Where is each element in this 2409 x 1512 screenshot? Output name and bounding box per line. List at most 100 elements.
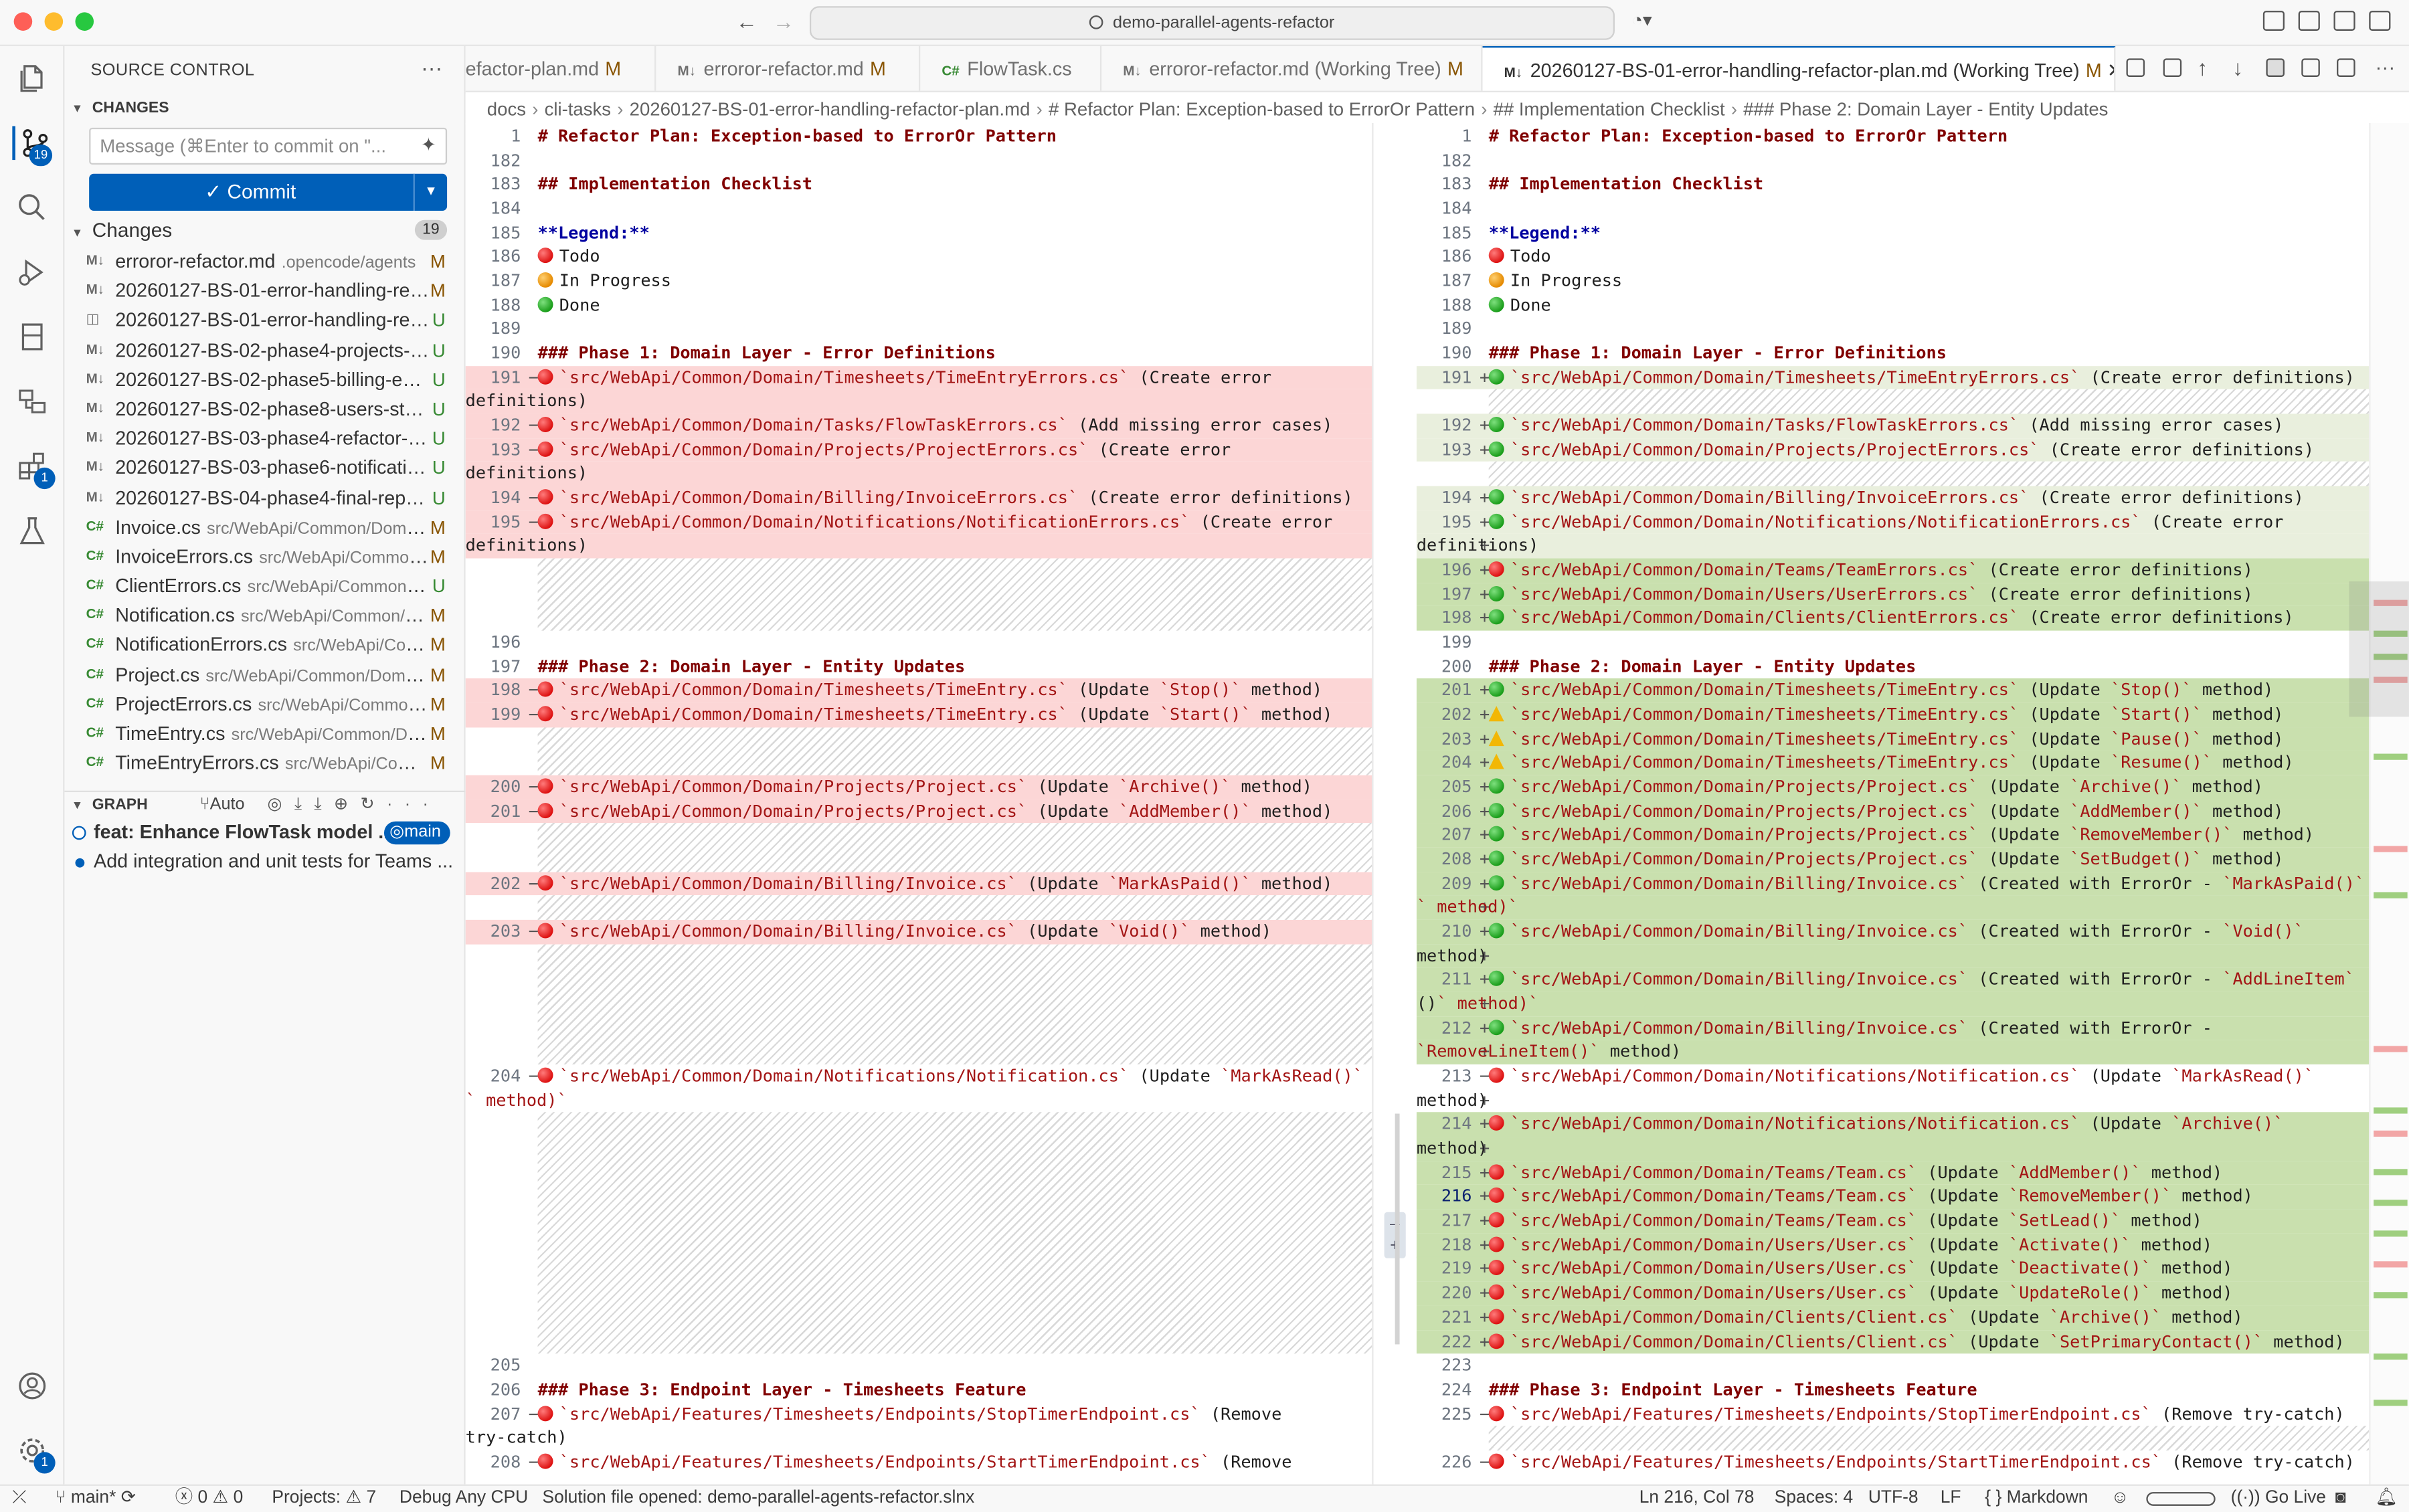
code-line[interactable]: 195+`src/WebApi/Common/Domain/Notificati… — [1416, 510, 2370, 535]
code-line[interactable]: 211+`src/WebApi/Common/Domain/Billing/In… — [1416, 968, 2370, 993]
encoding-status[interactable]: UTF-8 — [1868, 1489, 1919, 1508]
breadcrumb-item[interactable]: 20260127-BS-01-error-handling-refactor-p… — [629, 98, 1031, 120]
more-actions-icon[interactable]: ··· — [2375, 55, 2396, 79]
code-line[interactable]: 193+`src/WebApi/Common/Domain/Projects/P… — [1416, 438, 2370, 462]
notifications-bell-icon[interactable]: 🔔︎ — [2375, 1489, 2398, 1508]
code-line[interactable]: 198−`src/WebApi/Common/Domain/Timesheets… — [465, 678, 1372, 703]
code-line[interactable]: 190### Phase 1: Domain Layer - Error Def… — [466, 341, 1372, 365]
breadcrumb-item[interactable]: # Refactor Plan: Exception-based to Erro… — [1048, 98, 1476, 120]
code-line[interactable]: 185**Legend:** — [466, 221, 1372, 245]
code-line[interactable]: 205 — [466, 1354, 1372, 1378]
code-line[interactable]: 200−`src/WebApi/Common/Domain/Projects/P… — [465, 775, 1372, 799]
breadcrumb-item[interactable]: ### Phase 2: Domain Layer - Entity Updat… — [1743, 98, 2109, 120]
code-line[interactable]: 207+`src/WebApi/Common/Domain/Projects/P… — [1416, 823, 2370, 848]
code-line[interactable]: 199 — [1417, 631, 2369, 655]
code-line[interactable]: 208+`src/WebApi/Common/Domain/Projects/P… — [1416, 848, 2370, 872]
graph-section-header[interactable]: ▾GRAPH ⑂Auto ◎⤓⤓⊕↻··· — [64, 790, 466, 818]
minimap-slider[interactable] — [2349, 581, 2409, 717]
open-preview-icon[interactable] — [2301, 58, 2320, 77]
code-line[interactable]: 214+`src/WebApi/Common/Domain/Notificati… — [1416, 1113, 2370, 1137]
minimize-window-button[interactable] — [44, 12, 64, 31]
copilot-status-icon[interactable]: ☺ — [2111, 1489, 2129, 1508]
changed-file-item[interactable]: M↓20260127-BS-01-error-handling-refactor… — [64, 277, 465, 306]
code-line[interactable]: 192−`src/WebApi/Common/Domain/Tasks/Flow… — [465, 413, 1372, 438]
graph-commit-item[interactable]: feat: Enhance FlowTask model ...◎main — [64, 818, 465, 848]
code-line[interactable]: 215+`src/WebApi/Common/Domain/Teams/Team… — [1416, 1161, 2370, 1186]
code-line[interactable]: 197+`src/WebApi/Common/Domain/Users/User… — [1416, 582, 2370, 607]
compare-icon[interactable] — [2163, 58, 2182, 77]
code-line[interactable]: 201+`src/WebApi/Common/Domain/Timesheets… — [1416, 678, 2370, 703]
breadcrumb-item[interactable]: cli-tasks — [544, 98, 612, 120]
code-line[interactable]: 221+`src/WebApi/Common/Domain/Clients/Cl… — [1416, 1305, 2370, 1330]
branch-status[interactable]: ⑂ main* ⟳ — [56, 1486, 136, 1512]
split-editor-icon[interactable] — [2337, 58, 2355, 77]
code-line[interactable]: 192+`src/WebApi/Common/Domain/Tasks/Flow… — [1416, 413, 2370, 438]
changed-file-item[interactable]: C#TimeEntryErrors.cssrc/WebApi/Common/Do… — [64, 749, 465, 779]
code-line[interactable]: 1# Refactor Plan: Exception-based to Err… — [466, 124, 1372, 149]
changed-file-item[interactable]: M↓20260127-BS-02-phase4-projects-feature… — [64, 336, 465, 365]
diff-original-pane[interactable]: 1# Refactor Plan: Exception-based to Err… — [465, 122, 1372, 1485]
code-line[interactable]: 223 — [1417, 1354, 2369, 1378]
code-line[interactable]: 183## Implementation Checklist — [1417, 173, 2369, 197]
changed-file-item[interactable]: C#NotificationErrors.cssrc/WebApi/Common… — [64, 632, 465, 661]
sparkle-icon[interactable]: ✦ — [420, 134, 437, 156]
code-line[interactable]: 213−`src/WebApi/Common/Domain/Notificati… — [1417, 1064, 2369, 1089]
toggle-primary-sidebar-icon[interactable] — [2262, 11, 2285, 31]
breadcrumb-item[interactable]: docs — [486, 98, 527, 120]
editor-tab[interactable]: C#FlowTask.cs — [920, 45, 1102, 91]
code-line[interactable]: 208−`src/WebApi/Features/Timesheets/Endp… — [466, 1450, 1372, 1475]
close-tab-icon[interactable]: ✕ — [2102, 60, 2114, 82]
eol-status[interactable]: LF — [1940, 1489, 1961, 1508]
notebook-icon[interactable] — [15, 320, 50, 354]
code-line[interactable]: 197### Phase 2: Domain Layer - Entity Up… — [466, 655, 1372, 679]
accounts-icon[interactable] — [15, 1369, 50, 1403]
changed-file-item[interactable]: ◫20260127-BS-01-error-handling-refactor-… — [64, 306, 465, 336]
diff-modified-pane[interactable]: 1# Refactor Plan: Exception-based to Err… — [1416, 122, 2370, 1485]
code-line[interactable]: 204−`src/WebApi/Common/Domain/Notificati… — [466, 1064, 1372, 1089]
indentation-status[interactable]: Spaces: 4 — [1774, 1489, 1854, 1508]
layout-sidebar-icon[interactable] — [2298, 11, 2320, 31]
open-file-icon[interactable] — [2126, 58, 2145, 77]
code-line[interactable]: 203−`src/WebApi/Common/Domain/Billing/In… — [465, 920, 1372, 945]
zoom-window-button[interactable] — [75, 12, 94, 31]
remote-explorer-icon[interactable] — [15, 385, 50, 419]
changed-file-item[interactable]: C#Notification.cssrc/WebApi/Common/Domai… — [64, 602, 465, 632]
code-line[interactable]: 206+`src/WebApi/Common/Domain/Projects/P… — [1416, 799, 2370, 824]
code-line[interactable]: 220+`src/WebApi/Common/Domain/Users/User… — [1416, 1281, 2370, 1306]
code-line[interactable]: 191−`src/WebApi/Common/Domain/Timesheets… — [465, 365, 1372, 390]
code-line[interactable]: 190### Phase 1: Domain Layer - Error Def… — [1417, 341, 2369, 365]
editor-tab[interactable]: M↓erroror-refactor.md (Working Tree)M — [1101, 45, 1483, 91]
commit-button[interactable]: ✓ Commit ▾ — [89, 173, 448, 211]
changed-file-item[interactable]: C#ClientErrors.cssrc/WebApi/Common/Domai… — [64, 572, 465, 601]
copilot-icon[interactable]: ◙ — [2335, 1489, 2346, 1508]
code-line[interactable]: 212+`src/WebApi/Common/Domain/Billing/In… — [1416, 1016, 2370, 1041]
back-arrow-icon[interactable]: ← — [735, 9, 757, 34]
branch-badge[interactable]: ◎main — [383, 821, 450, 845]
code-line[interactable]: 182 — [466, 149, 1372, 173]
remote-indicator-icon[interactable]: ⤫ — [12, 1489, 27, 1508]
projects-status[interactable]: Projects: ⚠ 7 — [272, 1486, 376, 1512]
code-line[interactable]: 207−`src/WebApi/Features/Timesheets/Endp… — [466, 1402, 1372, 1426]
changed-file-item[interactable]: M↓20260127-BS-02-phase5-billing-endpoint… — [64, 366, 465, 395]
changed-file-item[interactable]: C#Project.cssrc/WebApi/Common/Domain/Pro… — [64, 661, 465, 690]
code-line[interactable]: 196 — [466, 631, 1372, 655]
go-live-status[interactable]: ((·)) Go Live — [2231, 1486, 2326, 1512]
code-line[interactable]: 201−`src/WebApi/Common/Domain/Projects/P… — [465, 799, 1372, 824]
code-line[interactable]: 184 — [466, 197, 1372, 221]
source-control-icon[interactable]: 19 — [12, 126, 53, 167]
code-line[interactable]: 205+`src/WebApi/Common/Domain/Projects/P… — [1416, 775, 2370, 799]
code-line[interactable]: 189 — [466, 317, 1372, 341]
code-line[interactable]: 198+`src/WebApi/Common/Domain/Clients/Cl… — [1416, 606, 2370, 631]
changed-file-item[interactable]: M↓20260127-BS-03-phase6-notifications.md… — [64, 454, 465, 484]
code-line[interactable]: 191+`src/WebApi/Common/Domain/Timesheets… — [1416, 365, 2370, 390]
close-window-button[interactable] — [13, 12, 33, 31]
code-line[interactable]: 217+`src/WebApi/Common/Domain/Teams/Team… — [1416, 1209, 2370, 1234]
gear-icon[interactable]: 1 — [15, 1434, 56, 1474]
